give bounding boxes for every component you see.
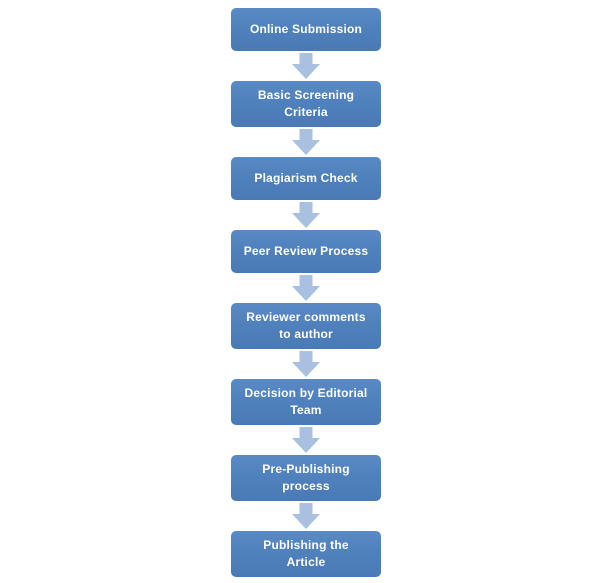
flow-step-online-submission: Online Submission xyxy=(231,8,381,51)
down-arrow-icon xyxy=(292,275,320,301)
flow-step-label: Basic Screening Criteria xyxy=(257,88,355,119)
flow-step-label: Peer Review Process xyxy=(243,244,369,258)
flow-step-reviewer-comments-to-author: Reviewer comments to author xyxy=(231,303,381,349)
flow-step-label: Decision by Editorial Team xyxy=(244,386,368,417)
flow-step-label: Reviewer comments to author xyxy=(246,310,366,341)
down-arrow-icon xyxy=(292,503,320,529)
down-arrow-icon xyxy=(292,351,320,377)
flow-step-plagiarism-check: Plagiarism Check xyxy=(231,157,381,200)
flow-step-publishing-the-article: Publishing the Article xyxy=(231,531,381,577)
flow-step-label: Plagiarism Check xyxy=(254,171,358,185)
down-arrow-icon xyxy=(292,202,320,228)
flow-step-decision-by-editorial-team: Decision by Editorial Team xyxy=(231,379,381,425)
flow-step-label: Online Submission xyxy=(249,22,363,36)
flow-step-label: Publishing the Article xyxy=(263,538,349,569)
down-arrow-icon xyxy=(292,129,320,155)
down-arrow-icon xyxy=(292,53,320,79)
flow-step-basic-screening-criteria: Basic Screening Criteria xyxy=(231,81,381,127)
down-arrow-icon xyxy=(292,427,320,453)
flow-step-pre-publishing-process: Pre-Publishing process xyxy=(231,455,381,501)
flow-step-peer-review-process: Peer Review Process xyxy=(231,230,381,273)
flow-step-label: Pre-Publishing process xyxy=(262,462,350,493)
process-flow-column: Online Submission Basic Screening Criter… xyxy=(231,8,381,577)
